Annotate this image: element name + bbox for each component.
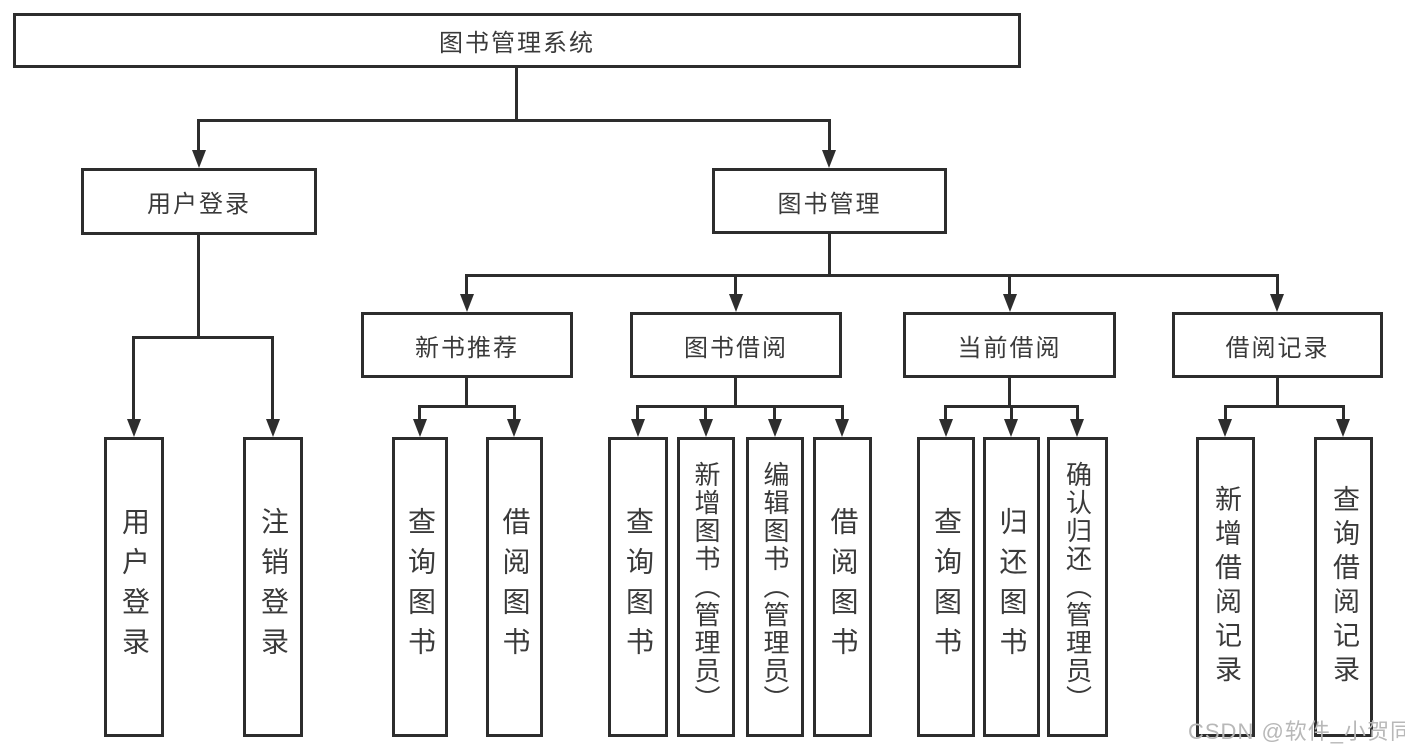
arrow-down: [939, 419, 953, 437]
leaf-logout: 注销登录: [243, 437, 303, 737]
node-label: 当前借阅: [957, 334, 1062, 362]
connector-vline: [515, 68, 518, 120]
node-label: 用户登录: [147, 191, 251, 218]
connector-vline: [465, 274, 468, 296]
connector-vline: [944, 405, 947, 421]
leaf-query-borrow-record: 查询借阅记录: [1314, 437, 1373, 737]
connector-vline: [1276, 378, 1279, 405]
connector-vline: [828, 234, 831, 274]
node-book-borrowing: 图书借阅: [630, 312, 842, 378]
node-user-login: 用户登录: [81, 168, 317, 235]
leaf-label: 借阅图书: [827, 507, 859, 667]
leaf-confirm-return-admin: 确认归还（管理员）: [1047, 437, 1108, 737]
connector-hline: [197, 119, 831, 122]
connector-vline: [704, 405, 707, 421]
connector-vline: [197, 119, 200, 152]
arrow-down: [1003, 294, 1017, 312]
arrow-down: [1336, 419, 1350, 437]
connector-vline: [465, 378, 468, 405]
arrow-down: [835, 419, 849, 437]
arrow-down: [729, 294, 743, 312]
leaf-label: 确认归还（管理员）: [1062, 461, 1093, 713]
node-library-management-system: 图书管理系统: [13, 13, 1021, 68]
connector-vline: [1008, 378, 1011, 405]
leaf-add-borrow-record: 新增借阅记录: [1196, 437, 1255, 737]
node-label: 新书推荐: [415, 334, 519, 362]
connector-vline: [132, 336, 135, 421]
connector-vline: [1010, 405, 1013, 421]
watermark: CSDN @软件_小贺同学: [1188, 719, 1405, 744]
node-label: 图书借阅: [684, 334, 788, 362]
connector-hline: [636, 405, 844, 408]
arrow-down: [127, 419, 141, 437]
leaf-label: 查询借阅记录: [1329, 485, 1359, 689]
leaf-query-books: 查询图书: [917, 437, 975, 737]
leaf-label: 用户登录: [119, 507, 150, 667]
leaf-label: 新增借阅记录: [1211, 485, 1241, 689]
arrow-down: [266, 419, 280, 437]
connector-vline: [1008, 274, 1011, 296]
arrow-down: [822, 150, 836, 168]
leaf-label: 编辑图书（管理员）: [760, 461, 790, 713]
node-label: 图书管理系统: [439, 30, 595, 57]
arrow-down: [768, 419, 782, 437]
connector-vline: [841, 405, 844, 421]
connector-vline: [734, 378, 737, 405]
node-current-borrowing: 当前借阅: [903, 312, 1116, 378]
arrow-down: [507, 419, 521, 437]
leaf-borrow-books: 借阅图书: [813, 437, 872, 737]
connector-vline: [1224, 405, 1227, 421]
leaf-return-books: 归还图书: [983, 437, 1040, 737]
leaf-edit-books-admin: 编辑图书（管理员）: [746, 437, 804, 737]
connector-vline: [1342, 405, 1345, 421]
leaf-label: 查询图书: [405, 507, 436, 667]
connector-vline: [1276, 274, 1279, 296]
leaf-label: 查询图书: [931, 507, 962, 667]
arrow-down: [413, 419, 427, 437]
connector-vline: [197, 235, 200, 336]
connector-vline: [271, 336, 274, 421]
connector-hline: [132, 336, 274, 339]
connector-vline: [773, 405, 776, 421]
connector-vline: [418, 405, 421, 421]
leaf-label: 借阅图书: [499, 507, 531, 667]
connector-vline: [1076, 405, 1079, 421]
leaf-query-books: 查询图书: [392, 437, 448, 737]
arrow-down: [1004, 419, 1018, 437]
connector-hline: [418, 405, 516, 408]
node-label: 图书管理: [777, 190, 882, 218]
leaf-add-books-admin: 新增图书（管理员）: [677, 437, 735, 737]
node-borrowing-records: 借阅记录: [1172, 312, 1383, 378]
leaf-user-login: 用户登录: [104, 437, 164, 737]
arrow-down: [192, 150, 206, 168]
leaf-query-books: 查询图书: [608, 437, 668, 737]
arrow-down: [699, 419, 713, 437]
leaf-label: 查询图书: [623, 507, 654, 667]
connector-vline: [828, 119, 831, 152]
node-new-book-recommendation: 新书推荐: [361, 312, 573, 378]
node-book-management: 图书管理: [712, 168, 947, 234]
arrow-down: [460, 294, 474, 312]
arrow-down: [1270, 294, 1284, 312]
arrow-down: [631, 419, 645, 437]
connector-hline: [465, 274, 1279, 277]
node-label: 借阅记录: [1225, 334, 1330, 362]
connector-vline: [513, 405, 516, 421]
leaf-label: 注销登录: [258, 507, 289, 667]
leaf-label: 新增图书（管理员）: [691, 461, 721, 713]
leaf-borrow-books: 借阅图书: [486, 437, 543, 737]
connector-vline: [636, 405, 639, 421]
connector-vline: [734, 274, 737, 296]
arrow-down: [1070, 419, 1084, 437]
leaf-label: 归还图书: [996, 507, 1028, 667]
connector-hline: [1224, 405, 1345, 408]
arrow-down: [1218, 419, 1232, 437]
